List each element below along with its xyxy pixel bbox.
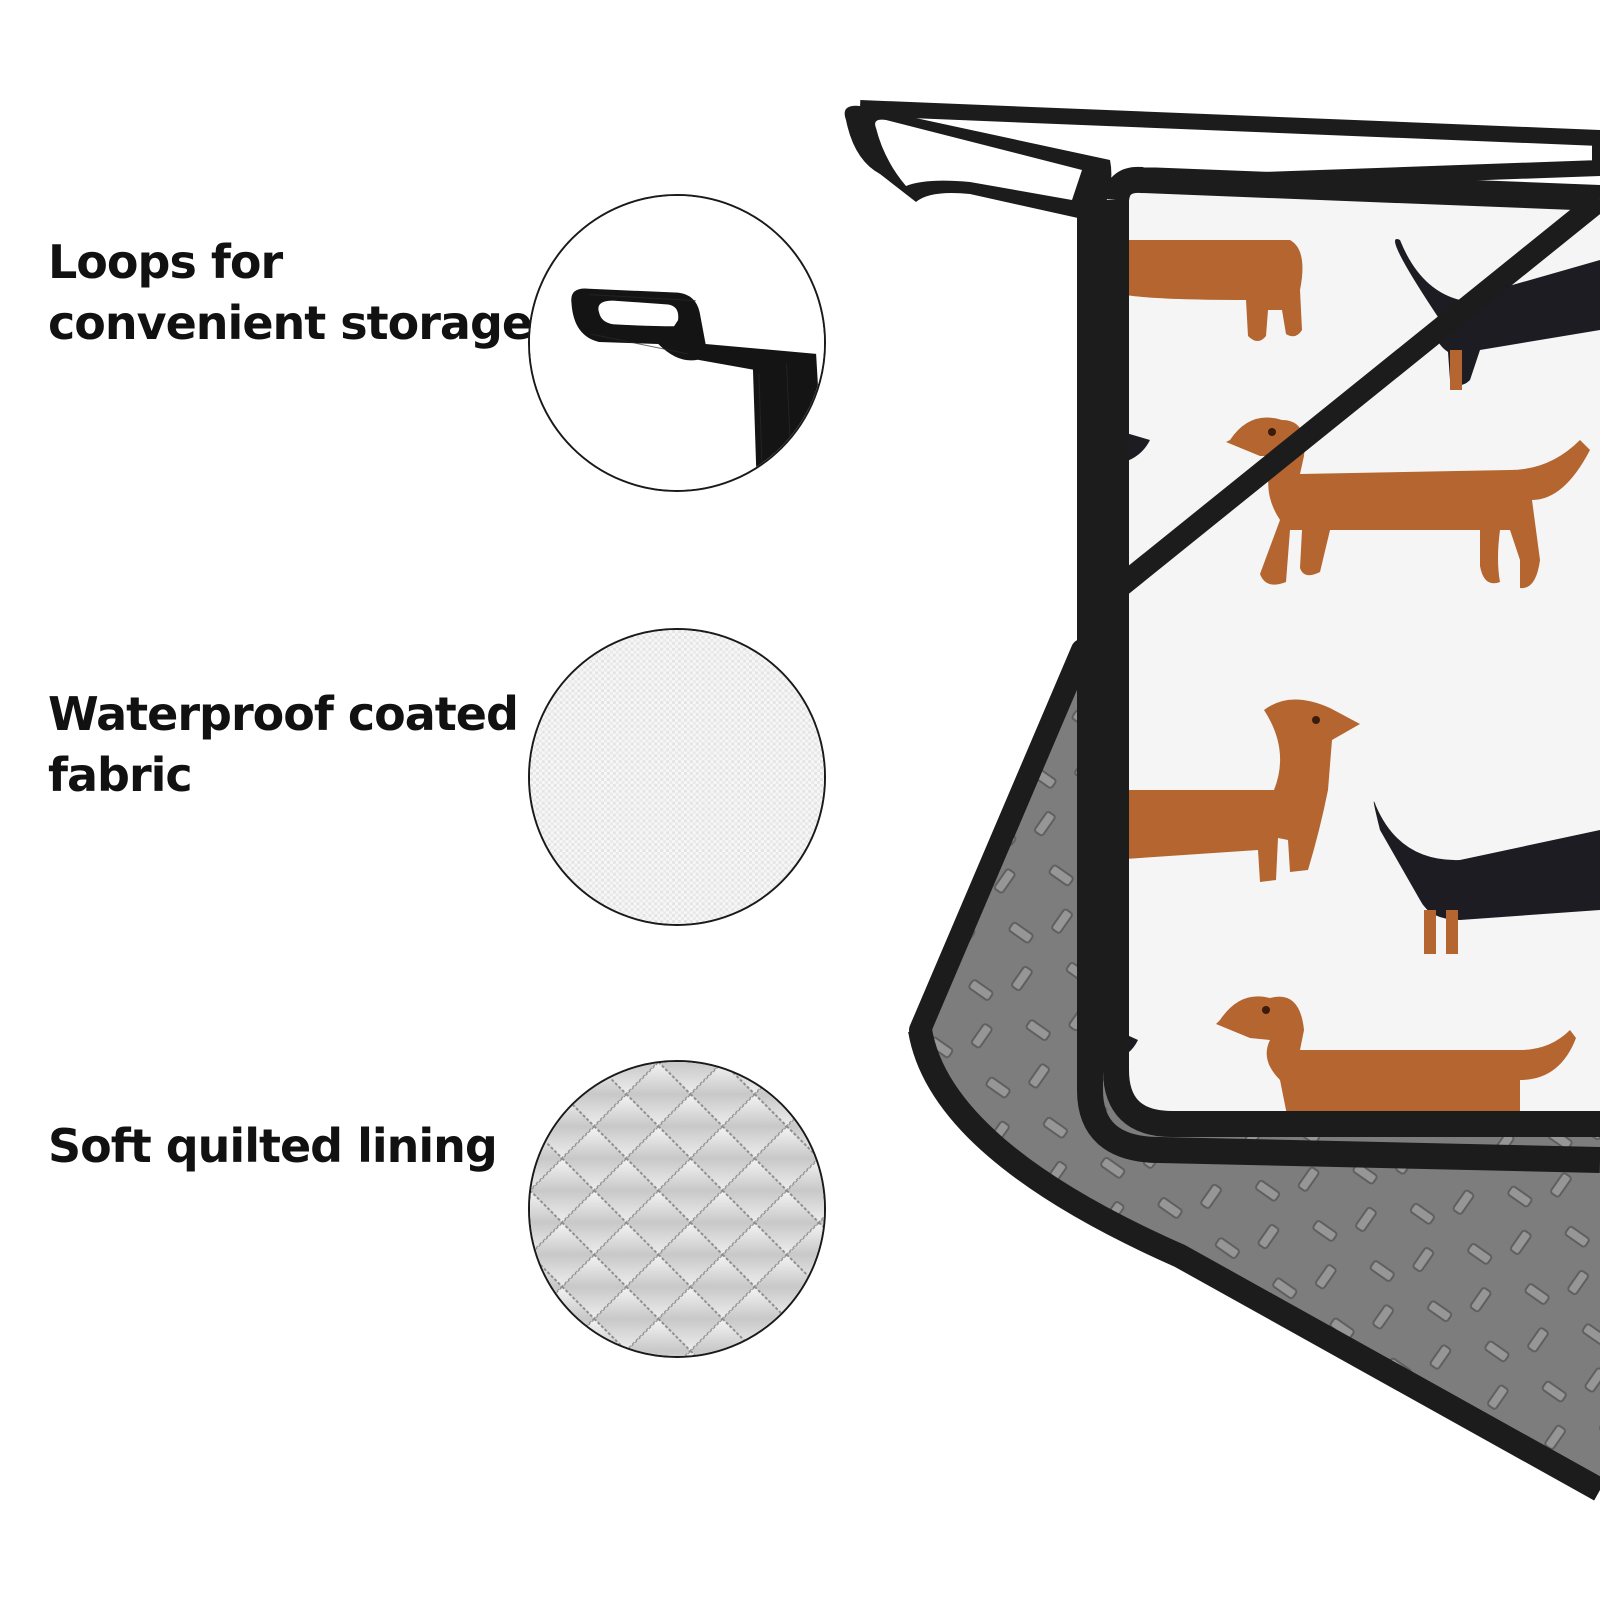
dachshund-brown-2 [1226, 417, 1590, 589]
dachshund-brown-3 [1116, 699, 1360, 882]
pot-holder-pair-icon [820, 90, 1600, 1600]
quilted-lining-closeup-icon [528, 1060, 826, 1358]
loop-closeup-icon [528, 194, 826, 492]
feature-label-waterproof: Waterproof coated fabric [48, 687, 519, 802]
dachshund-brown-1 [1116, 240, 1303, 341]
feature-label-quilted: Soft quilted lining [48, 1119, 498, 1173]
front-pot-holder-trim [1103, 166, 1600, 1137]
feature-label-loops: Loops for convenient storage [48, 235, 533, 350]
dachshund-brown-4 [1216, 996, 1576, 1125]
dachshund-black-1 [1395, 239, 1600, 390]
dachshund-black-2 [1373, 801, 1600, 954]
coated-fabric-closeup-icon [528, 628, 826, 926]
